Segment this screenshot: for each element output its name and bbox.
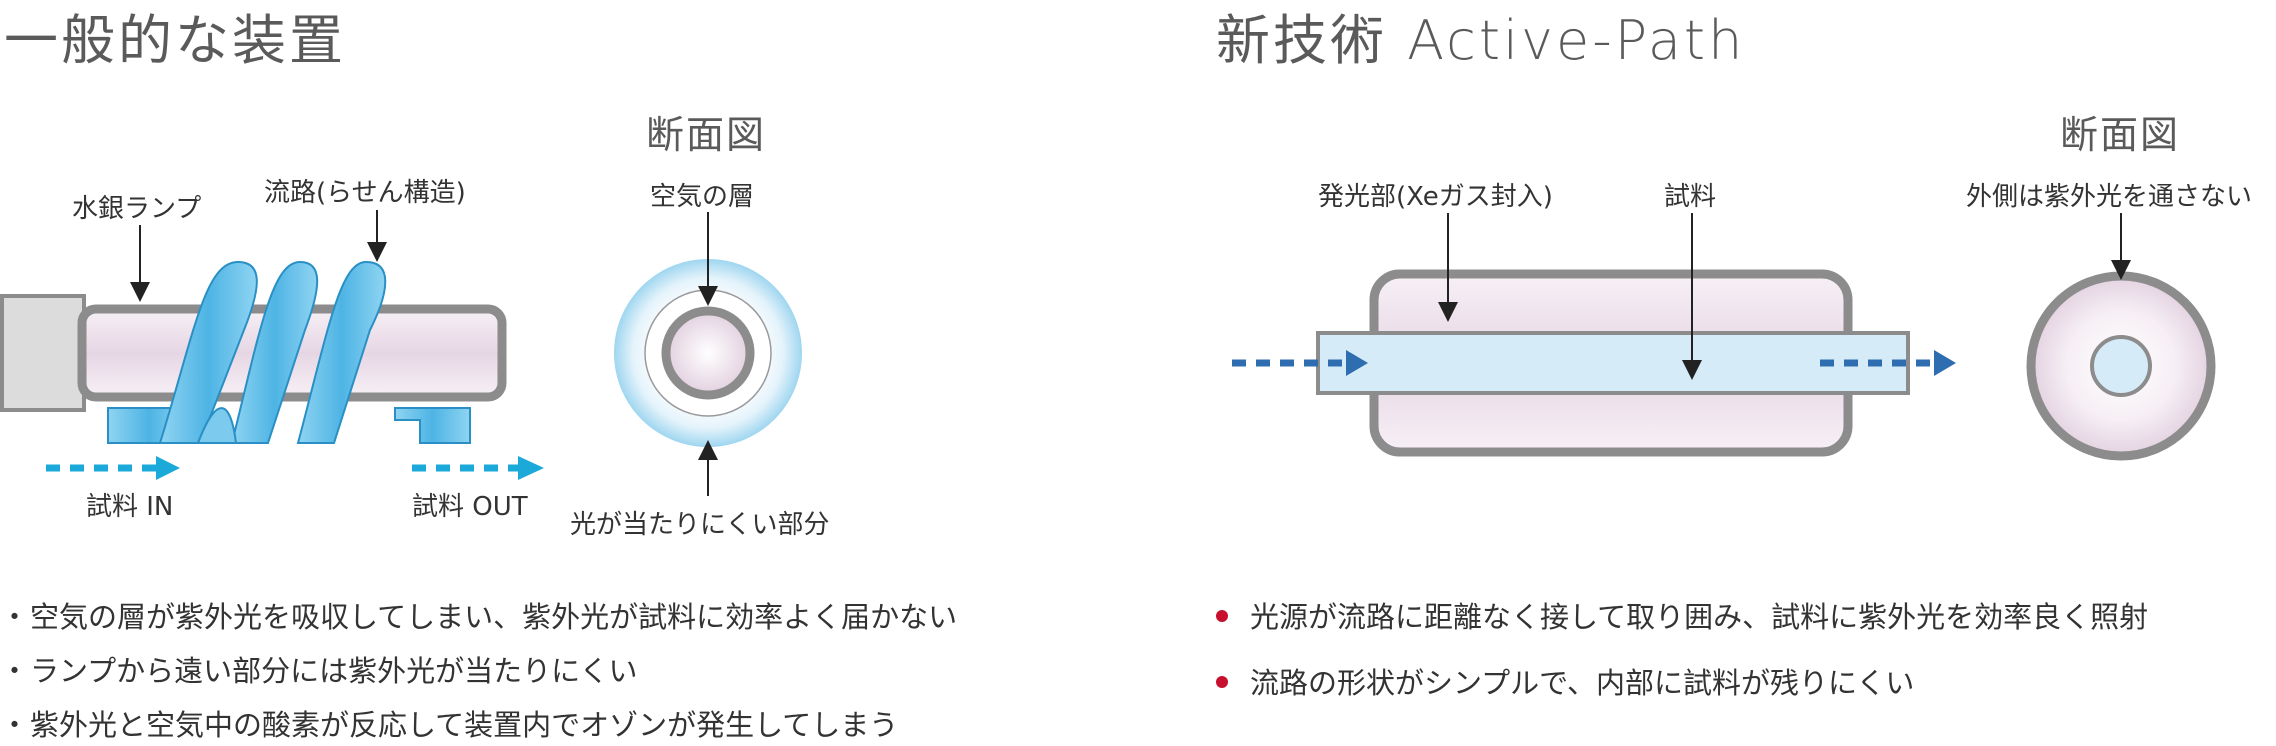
right-title: 新技術 Active-Path	[1216, 9, 1746, 72]
left-bullet: ・空気の層が紫外光を吸収してしまい、紫外光が試料に効率よく届かない	[0, 594, 957, 636]
weak-light-label: 光が当たりにくい部分	[570, 510, 830, 540]
helical-channel	[107, 260, 471, 444]
lamp-cross-section	[661, 306, 755, 400]
right-bullet: 流路の形状がシンプルで、内部に試料が残りにくい	[1216, 660, 1914, 702]
right-cross-section-label: 断面図	[2060, 113, 2181, 157]
bullet-mark: ・	[0, 600, 30, 634]
sample-in-arrowhead	[156, 456, 180, 480]
left-bullet: ・ランプから遠い部分には紫外光が当たりにくい	[0, 648, 638, 690]
outer-label: 外側は紫外光を通さない	[1966, 182, 2253, 212]
left-title: 一般的な装置	[4, 9, 346, 72]
bullet-text: 空気の層が紫外光を吸収してしまい、紫外光が試料に効率よく届かない	[30, 600, 958, 634]
sample-in-label: 試料 IN	[86, 492, 174, 522]
air-layer-label: 空気の層	[650, 182, 755, 212]
bullet-text: 光源が流路に距離なく接して取り囲み、試料に紫外光を効率良く照射	[1250, 600, 2149, 634]
red-bullet-dot	[1216, 610, 1228, 622]
red-bullet-dot	[1216, 676, 1228, 688]
lamp-end-cap	[0, 294, 86, 412]
sample-cross-section	[2090, 335, 2152, 397]
bullet-mark: ・	[0, 708, 30, 742]
left-cross-section-label: 断面図	[646, 113, 767, 157]
bullet-text: 流路の形状がシンプルで、内部に試料が残りにくい	[1250, 666, 1915, 700]
bullet-mark: ・	[0, 654, 30, 688]
channel-label: 流路(らせん構造)	[264, 178, 466, 208]
left-bullet: ・紫外光と空気中の酸素が反応して装置内でオゾンが発生してしまう	[0, 702, 898, 744]
sample-flow-in-arrowhead	[1346, 350, 1368, 376]
sample-out-arrowhead	[518, 456, 544, 480]
sample-flow-out-arrowhead	[1934, 350, 1956, 376]
bullet-text: 紫外光と空気中の酸素が反応して装置内でオゾンが発生してしまう	[30, 708, 899, 742]
sample-label: 試料	[1664, 182, 1717, 212]
lamp-label: 水銀ランプ	[72, 194, 202, 224]
right-bullet: 光源が流路に距離なく接して取り囲み、試料に紫外光を効率良く照射	[1216, 594, 2148, 636]
emitter-label: 発光部(Xeガス封入)	[1318, 182, 1553, 212]
bullet-text: ランプから遠い部分には紫外光が当たりにくい	[30, 654, 638, 688]
sample-out-label: 試料 OUT	[412, 492, 528, 522]
